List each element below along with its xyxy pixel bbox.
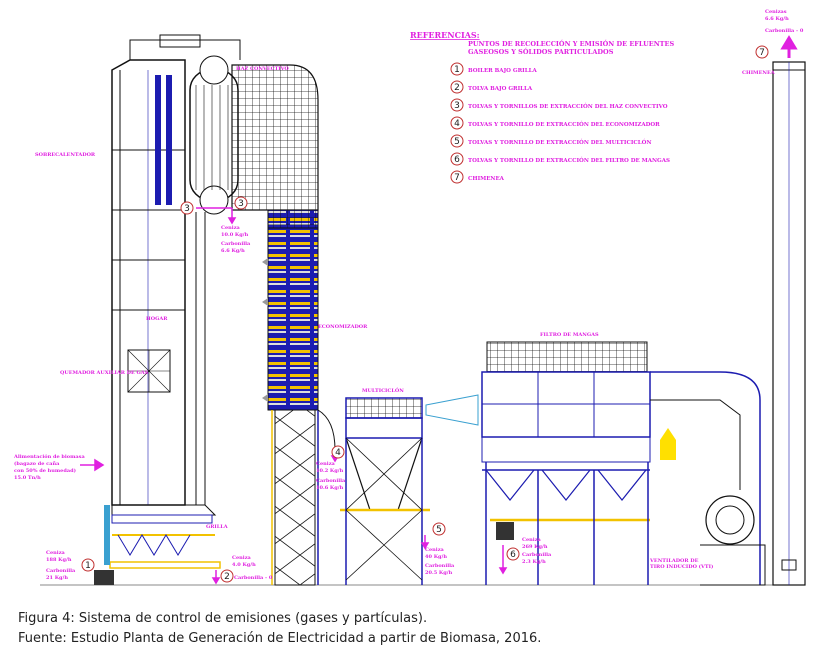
svg-text:4.0 Kg/h: 4.0 Kg/h	[232, 562, 256, 568]
svg-text:Ceniza: Ceniza	[221, 225, 241, 231]
svg-text:1: 1	[85, 561, 91, 571]
svg-text:40 Kg/h: 40 Kg/h	[425, 554, 447, 560]
figure-caption: Figura 4: Sistema de control de emisione…	[18, 611, 428, 626]
svg-text:5: 5	[436, 525, 442, 535]
svg-text:269 Kg/h: 269 Kg/h	[522, 544, 548, 550]
svg-text:4: 4	[454, 119, 460, 129]
component-labels: SOBRECALENTADOR HAZ CONVECTIVO HOGAR QUE…	[35, 66, 775, 570]
svg-text:HOGAR: HOGAR	[146, 316, 168, 322]
svg-text:Carbonilla: Carbonilla	[316, 478, 346, 484]
svg-text:20.5 Kg/h: 20.5 Kg/h	[425, 570, 453, 576]
legend-item-3: 3 TOLVAS Y TORNILLOS DE EXTRACCIÓN DEL HA…	[450, 98, 668, 112]
svg-text:Carbonilla: Carbonilla	[425, 563, 455, 569]
svg-text:Carbonilla - 0: Carbonilla - 0	[765, 28, 804, 34]
legend-item-2: 2 TOLVA BAJO GRILLA	[450, 80, 533, 94]
svg-text:TOLVAS Y TORNILLO DE EXTRACCIÓ: TOLVAS Y TORNILLO DE EXTRACCIÓN DEL ECON…	[468, 120, 660, 128]
svg-text:Carbonilla: Carbonilla	[46, 568, 76, 574]
legend-item-5: 5 TOLVAS Y TORNILLO DE EXTRACCIÓN DEL MUL…	[450, 134, 651, 148]
svg-text:PUNTOS DE RECOLECCIÓN Y EMISIÓ: PUNTOS DE RECOLECCIÓN Y EMISIÓN DE EFLUE…	[468, 39, 674, 48]
svg-text:TOLVAS Y TORNILLO DE EXTRACCIÓ: TOLVAS Y TORNILLO DE EXTRACCIÓN DEL FILT…	[468, 156, 670, 164]
svg-text:2: 2	[454, 83, 460, 93]
svg-text:Ceniza: Ceniza	[232, 555, 252, 561]
svg-text:6: 6	[454, 155, 460, 165]
svg-text:Alimentación de biomasa: Alimentación de biomasa	[13, 453, 85, 460]
svg-text:7: 7	[454, 173, 460, 183]
biomass-feed-label: Alimentación de biomasa (bagazo de caña …	[13, 453, 85, 481]
svg-text:TIRO INDUCIDO (VTI): TIRO INDUCIDO (VTI)	[650, 563, 713, 570]
svg-text:Carbonilla - 0: Carbonilla - 0	[234, 575, 273, 581]
svg-text:2.3 Kg/h: 2.3 Kg/h	[522, 559, 546, 565]
svg-text:Ceniza: Ceniza	[46, 550, 66, 556]
svg-text:CHIMENEA: CHIMENEA	[468, 176, 505, 182]
svg-text:BOILER BAJO GRILLA: BOILER BAJO GRILLA	[468, 68, 537, 74]
svg-text:VENTILADOR DE: VENTILADOR DE	[649, 558, 699, 564]
multicyclone	[340, 394, 479, 585]
chimney	[772, 35, 806, 586]
svg-text:FILTRO DE MANGAS: FILTRO DE MANGAS	[540, 332, 599, 338]
emission-control-diagram: 1 2 3 3 4 5 6 7 REFERENCIAS: PUNTOS DE R…	[13, 9, 806, 586]
svg-text:1: 1	[454, 65, 460, 75]
bag-filter	[481, 341, 676, 585]
svg-text:QUEMADOR AUXILIAR DE GAS: QUEMADOR AUXILIAR DE GAS	[60, 370, 149, 376]
svg-text:10.2 Kg/h: 10.2 Kg/h	[316, 468, 344, 474]
emission-arrows	[80, 207, 508, 585]
svg-text:ECONOMIZADOR: ECONOMIZADOR	[318, 324, 368, 330]
svg-text:Ceniza: Ceniza	[425, 547, 445, 553]
svg-text:3: 3	[454, 101, 460, 111]
svg-text:3: 3	[238, 199, 244, 209]
svg-text:6: 6	[510, 550, 516, 560]
svg-text:3: 3	[184, 204, 190, 214]
svg-text:Ceniza: Ceniza	[316, 461, 336, 467]
legend-item-4: 4 TOLVAS Y TORNILLO DE EXTRACCIÓN DEL ECO…	[450, 116, 660, 130]
svg-text:(bagazo de caña: (bagazo de caña	[14, 460, 60, 467]
point-markers: 1 2 3 3 4 5 6 7	[81, 45, 769, 583]
svg-text:TOLVA BAJO GRILLA: TOLVA BAJO GRILLA	[468, 86, 533, 92]
svg-text:188 Kg/h: 188 Kg/h	[46, 557, 72, 563]
svg-text:HAZ CONVECTIVO: HAZ CONVECTIVO	[236, 66, 289, 72]
svg-text:2: 2	[224, 572, 230, 582]
svg-text:21 Kg/h: 21 Kg/h	[46, 575, 68, 581]
svg-text:Carbonilla: Carbonilla	[221, 241, 251, 247]
references-legend: REFERENCIAS: PUNTOS DE RECOLECCIÓN Y EMI…	[410, 30, 674, 184]
svg-text:5: 5	[454, 137, 460, 147]
svg-text:Carbonilla: Carbonilla	[522, 552, 552, 558]
svg-text:7: 7	[759, 48, 765, 58]
legend-item-1: 1 BOILER BAJO GRILLA	[450, 62, 537, 76]
svg-text:10.6 Kg/h: 10.6 Kg/h	[316, 485, 344, 491]
svg-text:GRILLA: GRILLA	[206, 524, 228, 530]
boiler	[94, 34, 241, 585]
legend-item-6: 6 TOLVAS Y TORNILLO DE EXTRACCIÓN DEL FIL…	[450, 152, 670, 166]
svg-text:TOLVAS Y TORNILLO DE EXTRACCIÓ: TOLVAS Y TORNILLO DE EXTRACCIÓN DEL MULT…	[468, 138, 651, 146]
svg-text:4: 4	[335, 448, 341, 458]
svg-text:6.6 Kg/h: 6.6 Kg/h	[765, 16, 789, 22]
svg-text:MULTICICLÓN: MULTICICLÓN	[362, 386, 404, 394]
svg-text:Cenizas: Cenizas	[765, 9, 787, 15]
svg-text:15.0 Tn/h: 15.0 Tn/h	[14, 475, 41, 481]
svg-text:Ceniza: Ceniza	[522, 537, 542, 543]
svg-text:SOBRECALENTADOR: SOBRECALENTADOR	[35, 152, 96, 158]
svg-text:6.6 Kg/h: 6.6 Kg/h	[221, 248, 245, 254]
svg-text:con 50% de humedad): con 50% de humedad)	[14, 467, 76, 474]
svg-text:10.0 Kg/h: 10.0 Kg/h	[221, 232, 249, 238]
legend-item-7: 7 CHIMENEA	[450, 170, 505, 184]
svg-text:REFERENCIAS:: REFERENCIAS:	[410, 30, 480, 40]
figure-source: Fuente: Estudio Planta de Generación de …	[18, 631, 542, 646]
convective-duct	[231, 64, 336, 586]
svg-text:CHIMENEA: CHIMENEA	[742, 70, 775, 76]
svg-text:GASEOSOS Y SÓLIDOS PARTICULADO: GASEOSOS Y SÓLIDOS PARTICULADOS	[468, 47, 614, 56]
svg-text:TOLVAS Y TORNILLOS DE EXTRACCI: TOLVAS Y TORNILLOS DE EXTRACCIÓN DEL HAZ…	[468, 102, 668, 110]
induced-draft-fan	[650, 371, 766, 586]
